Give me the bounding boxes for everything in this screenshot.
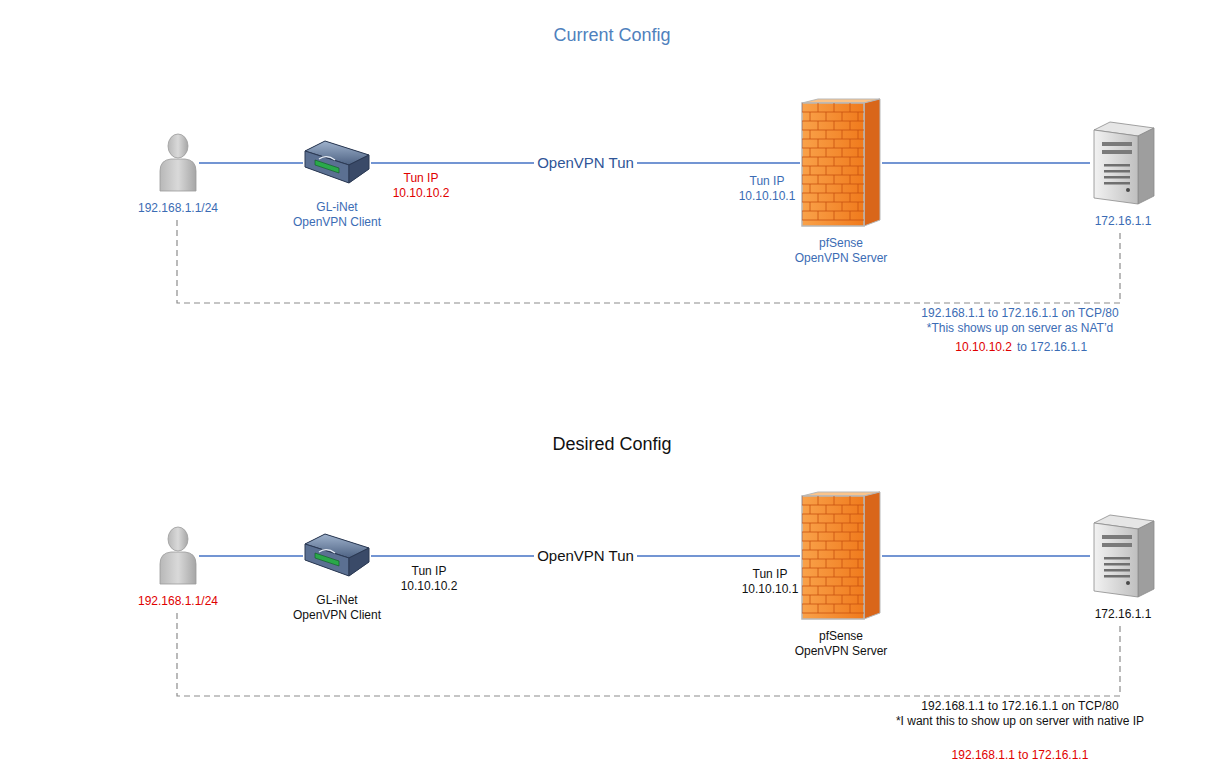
flow-note: *This shows up on server as NAT’d — [880, 321, 1160, 336]
router-icon — [303, 532, 371, 580]
tunnel-ip: Tun IP 10.10.10.2 — [392, 564, 466, 594]
traffic-path — [177, 220, 1120, 303]
firewall-node: pfSense OpenVPN Server — [800, 491, 882, 621]
node-caption: pfSense OpenVPN Server — [791, 629, 891, 659]
link-line — [882, 162, 1090, 164]
user-node: 192.168.1.1/24 — [157, 526, 199, 586]
server-icon — [1090, 120, 1156, 206]
router-node: GL-iNet OpenVPN Client — [303, 532, 371, 580]
flow-note-ip: 10.10.10.2 — [918, 340, 1012, 355]
link-line — [882, 555, 1090, 557]
node-caption: GL-iNet OpenVPN Client — [290, 593, 384, 623]
flow-note-ip: 192.168.1.1 to 172.16.1.1 — [880, 748, 1160, 763]
server-node: 172.16.1.1 — [1090, 513, 1156, 599]
tunnel-label: OpenVPN Tun — [534, 547, 637, 565]
flow-note: to 172.16.1.1 — [1017, 340, 1127, 355]
tunnel-ip: Tun IP 10.10.10.2 — [384, 171, 458, 201]
node-caption: 172.16.1.1 — [1078, 214, 1168, 229]
node-caption: 192.168.1.1/24 — [123, 201, 233, 216]
server-node: 172.16.1.1 — [1090, 120, 1156, 206]
tunnel-ip: Tun IP 10.10.10.1 — [730, 174, 804, 204]
node-caption: GL-iNet OpenVPN Client — [290, 200, 384, 230]
flow-note: 192.168.1.1 to 172.16.1.1 on TCP/80 — [880, 306, 1160, 321]
flow-note: *I want this to show up on server with n… — [895, 714, 1145, 729]
flow-note: 192.168.1.1 to 172.16.1.1 on TCP/80 — [880, 699, 1160, 714]
firewall-icon — [800, 98, 882, 228]
router-icon — [303, 139, 371, 187]
traffic-path — [177, 613, 1120, 696]
link-line — [199, 555, 303, 557]
tunnel-label: OpenVPN Tun — [534, 154, 637, 172]
node-caption: 192.168.1.1/24 — [123, 594, 233, 609]
section-title: Desired Config — [462, 433, 762, 455]
firewall-icon — [800, 491, 882, 621]
user-icon — [157, 526, 199, 586]
link-line — [199, 162, 303, 164]
server-icon — [1090, 513, 1156, 599]
router-node: GL-iNet OpenVPN Client — [303, 139, 371, 187]
tunnel-ip: Tun IP 10.10.10.1 — [733, 567, 807, 597]
user-node: 192.168.1.1/24 — [157, 133, 199, 193]
node-caption: 172.16.1.1 — [1078, 607, 1168, 622]
section-title: Current Config — [462, 24, 762, 46]
user-icon — [157, 133, 199, 193]
firewall-node: pfSense OpenVPN Server — [800, 98, 882, 228]
node-caption: pfSense OpenVPN Server — [791, 236, 891, 266]
